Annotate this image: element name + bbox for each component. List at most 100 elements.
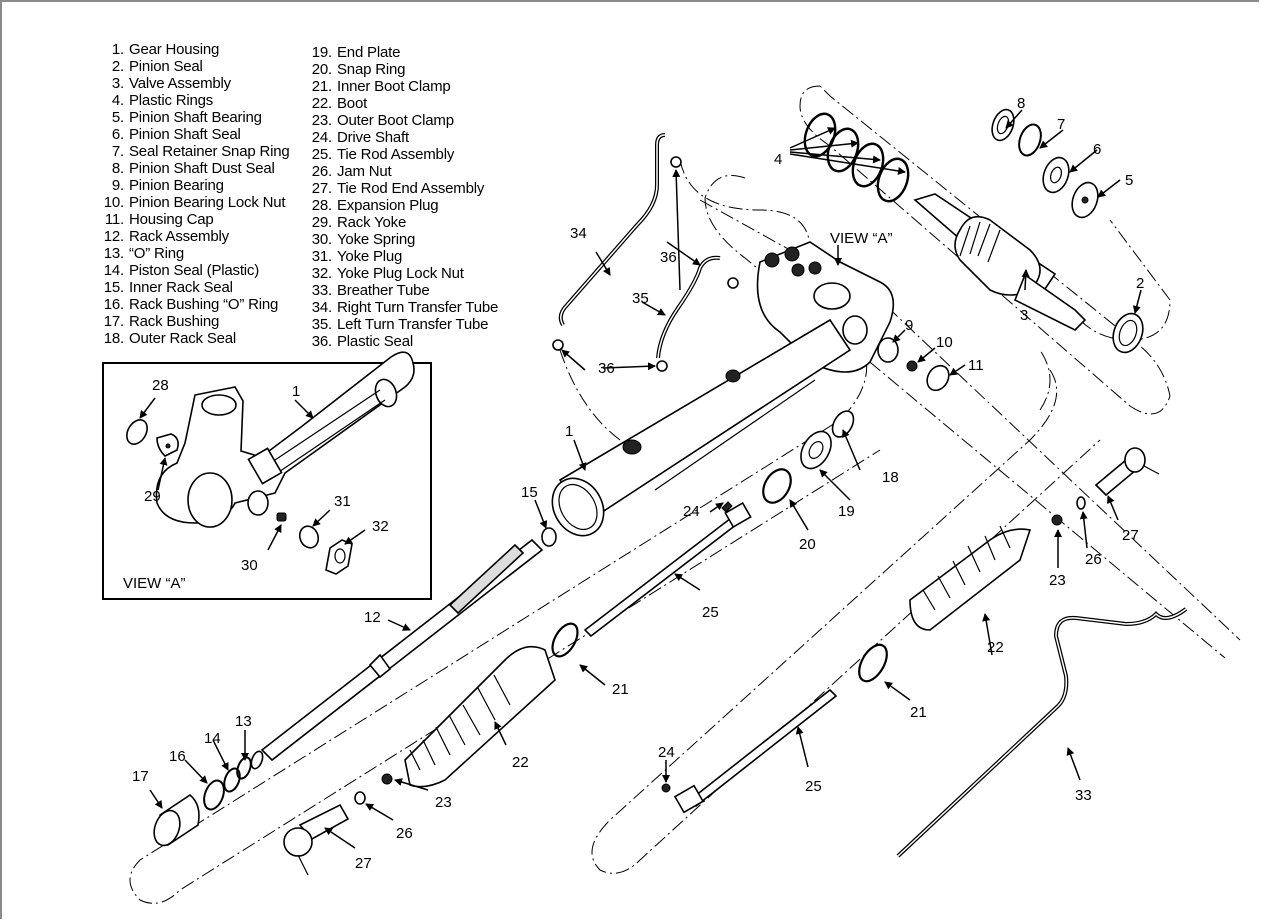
- legend-item: 22.Boot: [308, 95, 498, 112]
- pinion-shaft-seal-6: [1042, 156, 1070, 194]
- view-a-inset: [102, 362, 432, 600]
- callout-23-right: 23: [1049, 572, 1066, 589]
- plastic-seal-36c: [552, 339, 564, 351]
- legend-item-number: 25.: [311, 146, 332, 163]
- seal-retainer-snap-ring-7: [1018, 123, 1042, 157]
- callout-21-right: 21: [910, 704, 927, 721]
- legend-item-label: Outer Rack Seal: [129, 330, 237, 347]
- legend-item: 5.Pinion Shaft Bearing: [100, 109, 290, 126]
- legend-item: 32. Yoke Plug Lock Nut: [308, 265, 498, 282]
- legend-item-number: 5.: [111, 109, 124, 126]
- legend-item: 21.Inner Boot Clamp: [308, 78, 498, 95]
- yoke-plug-31: [298, 525, 320, 549]
- callout-18: 18: [882, 469, 899, 486]
- legend-item: 35.Left Turn Transfer Tube: [308, 316, 498, 333]
- callout-7: 7: [1057, 116, 1065, 133]
- legend-item-number: 10.: [103, 194, 124, 211]
- right-boot-assembly: [858, 447, 1160, 683]
- callout-13: 13: [235, 713, 252, 730]
- left-rack-seals: [153, 750, 264, 847]
- legend-item-label: Rack Assembly: [129, 228, 229, 245]
- legend-item-number: 3.: [111, 75, 124, 92]
- callout-28-inset: 28: [152, 377, 169, 394]
- housing-cap-11: [926, 364, 950, 392]
- legend-item-label: End Plate: [337, 44, 401, 61]
- callout-11: 11: [968, 357, 984, 374]
- rack-assembly-12: [260, 527, 557, 762]
- legend-item-number: 32.: [311, 265, 332, 282]
- legend-item-number: 7.: [111, 143, 124, 160]
- legend-item-number: 34.: [311, 299, 332, 316]
- legend-item-label: Yoke Plug Lock Nut: [337, 265, 464, 282]
- legend-item-number: 12.: [103, 228, 124, 245]
- callout-14: 14: [204, 730, 221, 747]
- legend-item-label: Rack Bushing “O” Ring: [129, 296, 279, 313]
- legend-item-label: Right Turn Transfer Tube: [337, 299, 499, 316]
- legend-item-label: Tie Rod Assembly: [337, 146, 455, 163]
- callout-5: 5: [1125, 172, 1133, 189]
- legend-item-number: 17.: [103, 313, 124, 330]
- legend-item: 36.Plastic Seal: [308, 333, 498, 350]
- legend-item-number: 16.: [103, 296, 124, 313]
- o-ring-13: [236, 756, 252, 780]
- lower-tie-rod-parts: [661, 688, 838, 814]
- callout-22-right: 22: [987, 639, 1004, 656]
- legend-item-label: Pinion Bearing: [129, 177, 224, 194]
- legend-item-number: 14.: [103, 262, 124, 279]
- legend-item: 27. Tie Rod End Assembly: [308, 180, 498, 197]
- legend-item-number: 6.: [111, 126, 124, 143]
- plastic-seal-36a: [670, 156, 682, 168]
- valve-assembly-3: [913, 193, 1087, 331]
- pinion-bearing-lock-nut-10: [906, 360, 918, 372]
- rack-bushing-o-ring-16: [203, 779, 225, 811]
- legend-item-number: 19.: [311, 44, 332, 61]
- callout-1: 1: [565, 423, 573, 440]
- callout-1-inset: 1: [292, 383, 300, 400]
- callout-15: 15: [521, 484, 538, 501]
- callout-9: 9: [905, 317, 913, 334]
- pinion-bearing-9: [877, 337, 899, 363]
- callout-22-left: 22: [512, 754, 529, 771]
- legend-item-label: Drive Shaft: [337, 129, 409, 146]
- callout-10: 10: [936, 334, 953, 351]
- legend-item: 9.Pinion Bearing: [100, 177, 290, 194]
- callout-33: 33: [1075, 787, 1092, 804]
- legend-item: 6.Pinion Shaft Seal: [100, 126, 290, 143]
- legend-item: 15.Inner Rack Seal: [100, 279, 290, 296]
- callout-26-right: 26: [1085, 551, 1102, 568]
- legend-item-label: Rack Yoke: [337, 214, 407, 231]
- legend-item: 24.Drive Shaft: [308, 129, 498, 146]
- legend-item-number: 11.: [104, 211, 124, 228]
- plastic-seal-36b: [727, 277, 739, 289]
- snap-ring-20: [762, 468, 792, 504]
- callout-31-inset: 31: [334, 493, 351, 510]
- legend-item-number: 4.: [111, 92, 124, 109]
- callout-24-upper: 24: [683, 503, 700, 520]
- drive-shaft-24-upper: [721, 501, 733, 513]
- left-boot-assembly: [283, 622, 579, 876]
- legend-item: 14.Piston Seal (Plastic): [100, 262, 290, 279]
- legend-item-number: 23.: [311, 112, 332, 129]
- legend-item: 31.Yoke Plug: [308, 248, 498, 265]
- callout-27-left: 27: [355, 855, 372, 872]
- view-a-pointer-label: VIEW “A”: [830, 230, 893, 247]
- yoke-spring-30: [276, 512, 287, 522]
- outer-boot-clamp-23-right: [1051, 514, 1063, 526]
- legend-item-number: 28.: [311, 197, 332, 214]
- legend-item-label: Jam Nut: [337, 163, 392, 180]
- legend-item: 13.“O” Ring: [100, 245, 290, 262]
- jam-nut-26-right: [1076, 496, 1086, 510]
- callout-3: 3: [1020, 307, 1028, 324]
- legend-item-label: Pinion Shaft Dust Seal: [129, 160, 275, 177]
- callout-2: 2: [1136, 275, 1144, 292]
- callout-arrows: [149, 109, 1142, 849]
- breather-tube-33: [896, 607, 1188, 858]
- callout-25-lower: 25: [805, 778, 822, 795]
- legend-item-number: 1.: [111, 41, 124, 58]
- legend-item-label: Rack Bushing: [129, 313, 220, 330]
- legend-item-label: Tie Rod End Assembly: [337, 180, 485, 197]
- callout-30-inset: 30: [241, 557, 258, 574]
- legend-item: 19. End Plate: [308, 44, 498, 61]
- legend-item-label: Yoke Plug: [337, 248, 403, 265]
- legend-item-number: 27.: [311, 180, 332, 197]
